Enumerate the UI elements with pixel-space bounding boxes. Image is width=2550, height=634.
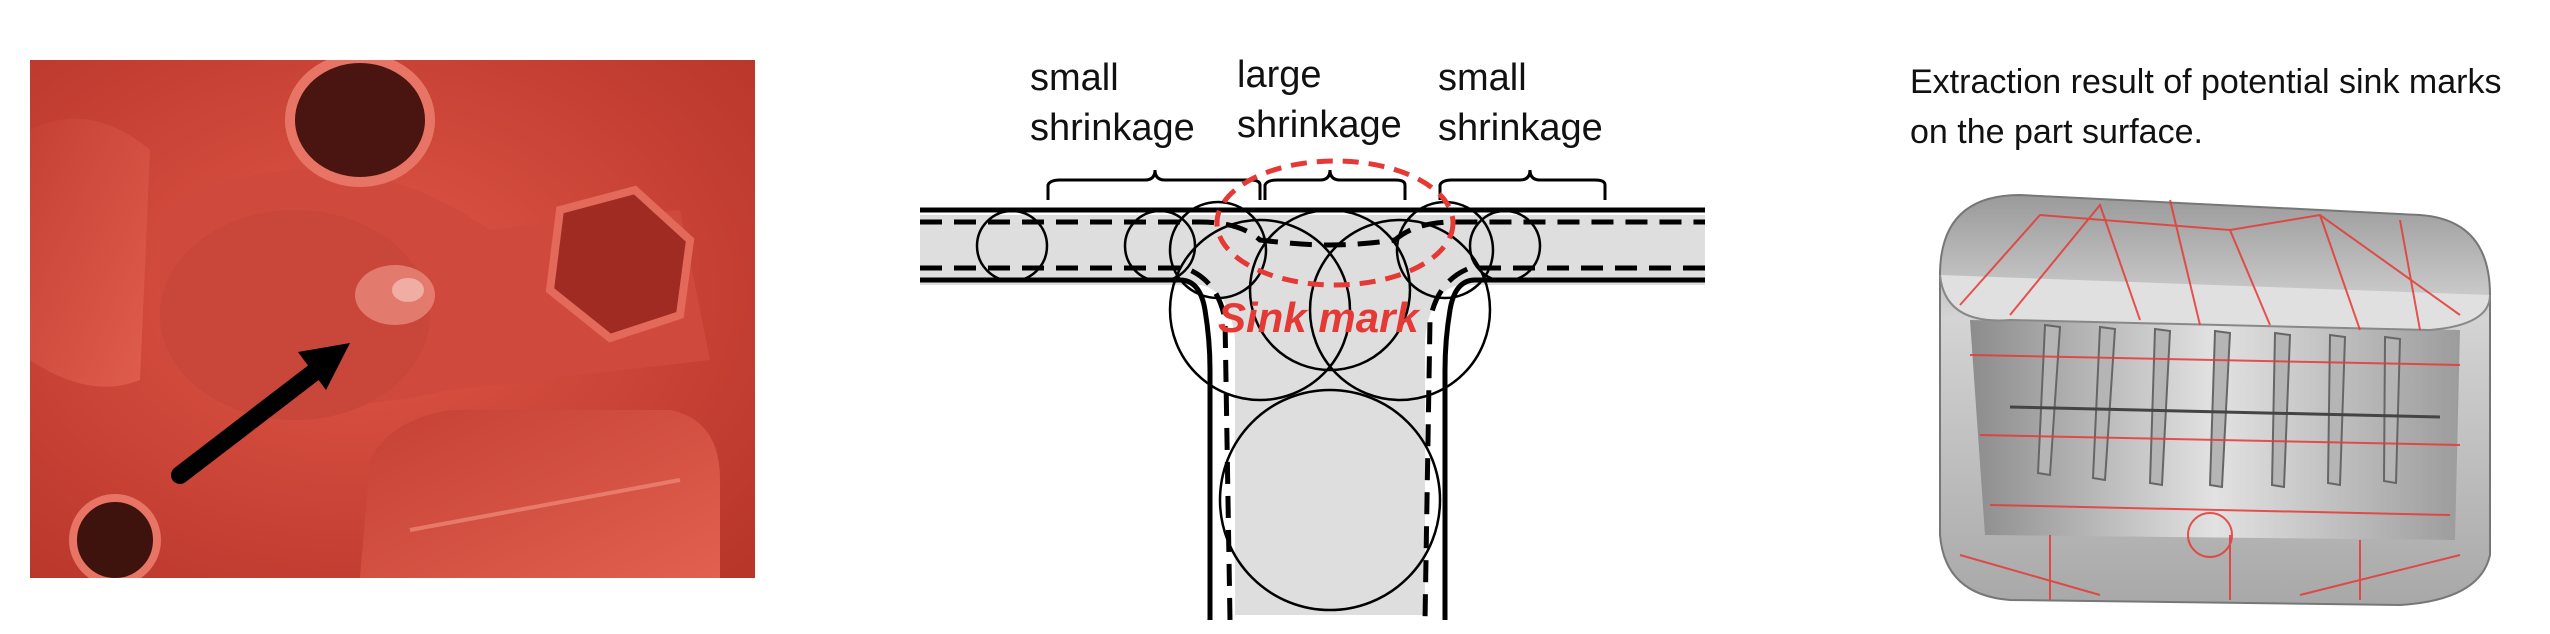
molded-part-photo: [30, 60, 755, 578]
part-3d-model: [1939, 193, 2491, 607]
part-photo-illustration: [30, 60, 755, 578]
label-left-line2: shrinkage: [1030, 107, 1195, 149]
label-center-line2: shrinkage: [1237, 104, 1402, 146]
sink-region-highlight: [1214, 158, 1456, 288]
sink-mark-diagram: small shrinkage large shrinkage small sh…: [900, 40, 1720, 621]
arrow-icon: [171, 343, 350, 484]
result-caption: Extraction result of potential sink mark…: [1910, 63, 2502, 151]
sink-mark-label: Sink mark: [1218, 294, 1421, 341]
cross-section-drawing: small shrinkage large shrinkage small sh…: [920, 54, 1705, 621]
label-right-line2: shrinkage: [1438, 107, 1603, 149]
label-center-line1: large: [1237, 54, 1322, 96]
extraction-result-panel: Extraction result of potential sink mark…: [1900, 55, 2550, 625]
sink-mark-lines: [1959, 199, 2461, 600]
label-left-line1: small: [1030, 57, 1119, 99]
label-right-line1: small: [1438, 57, 1527, 99]
